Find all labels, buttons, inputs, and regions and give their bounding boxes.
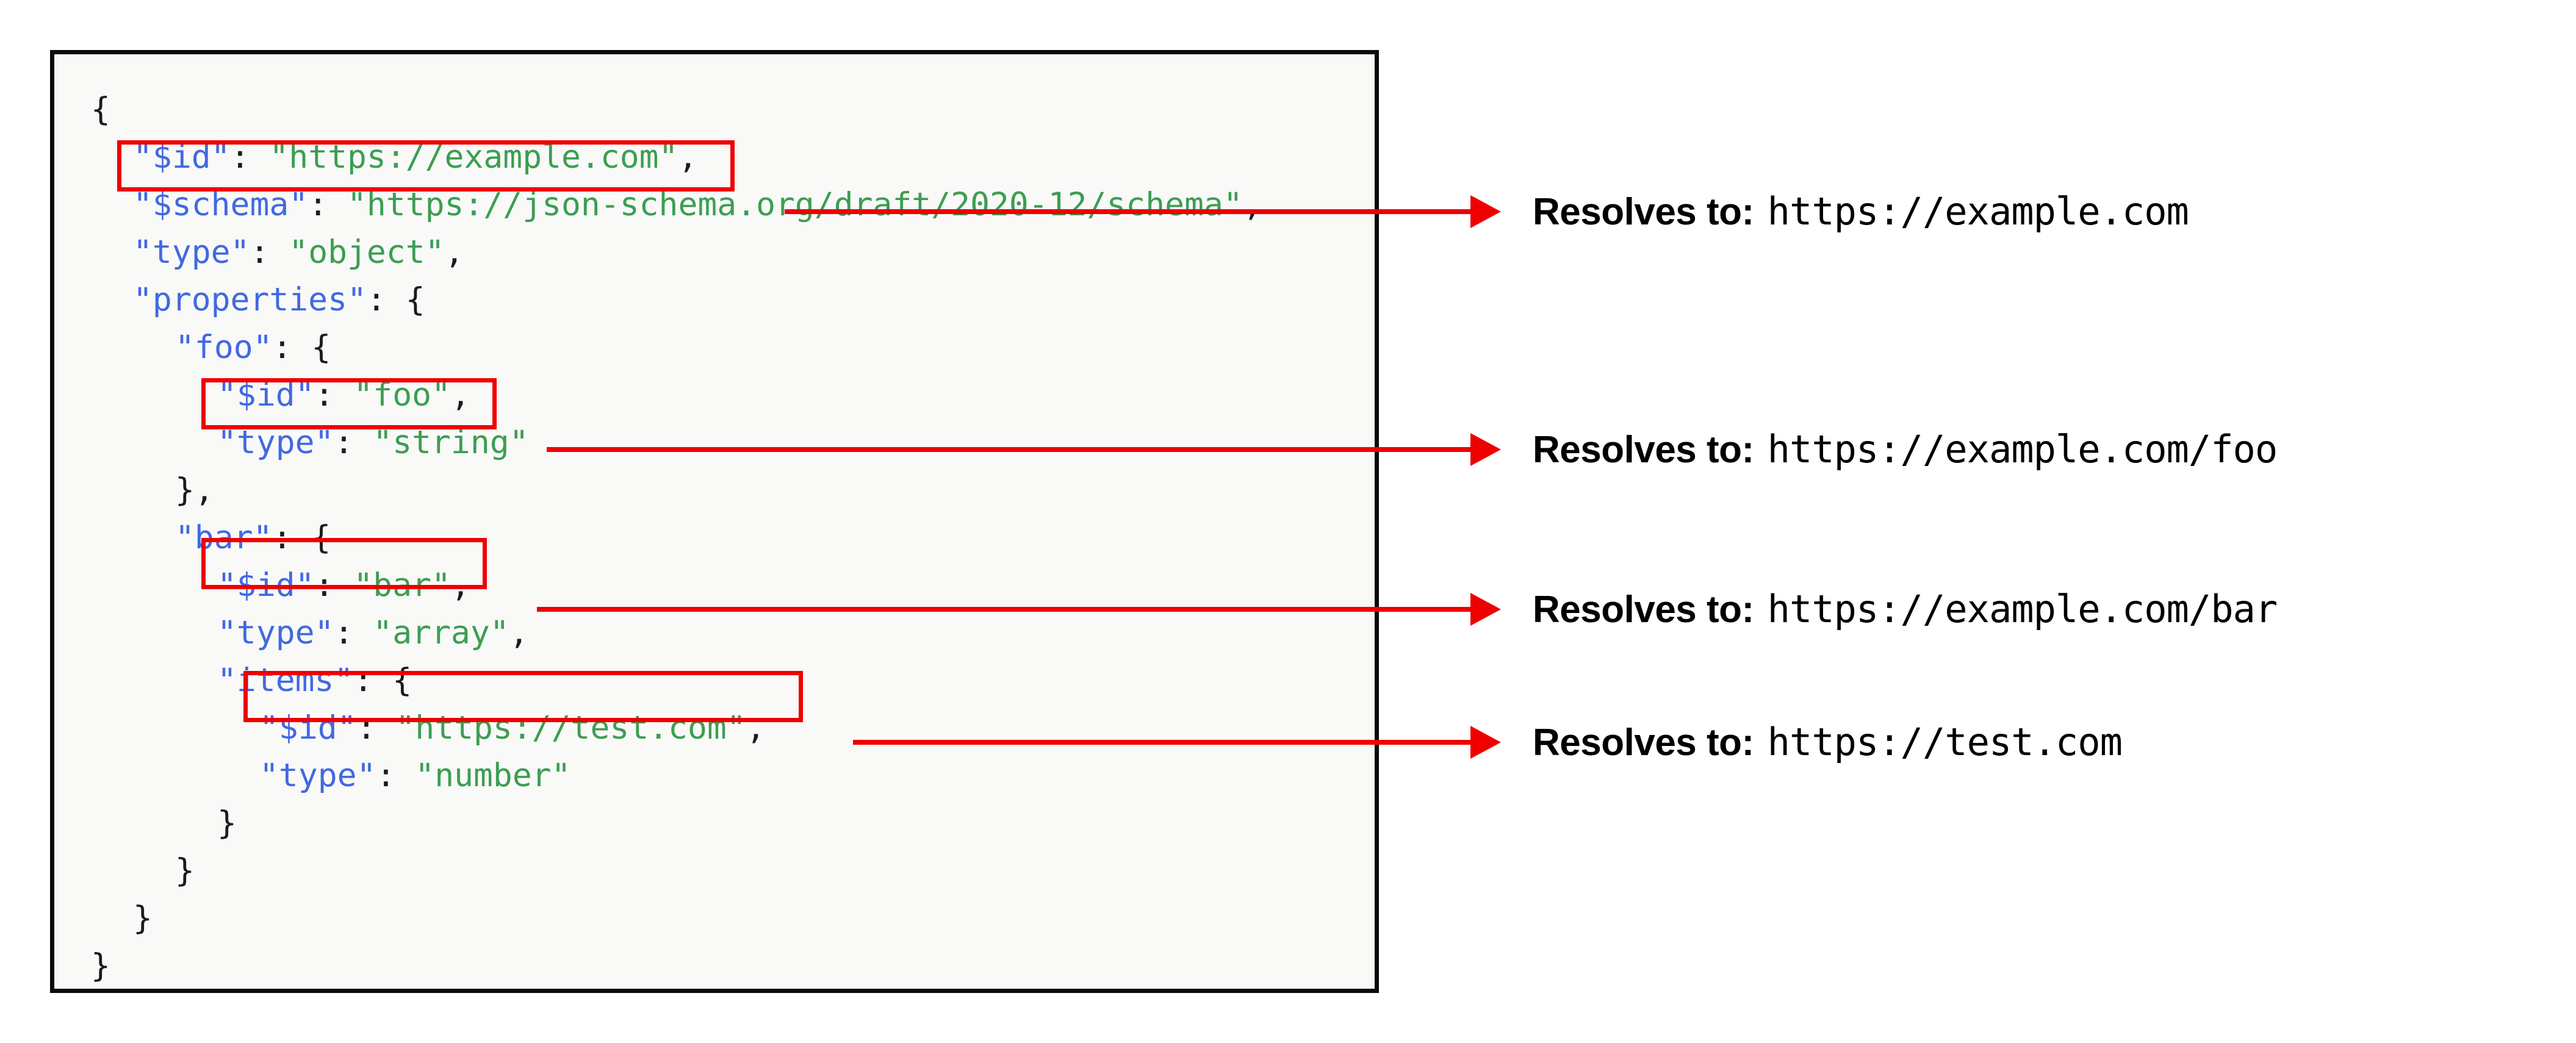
arrow-foo-line <box>547 447 1470 452</box>
code-token-str: "string" <box>373 424 529 461</box>
resolution-root: Resolves to: https://example.com <box>1533 189 2189 234</box>
code-token-punct: } <box>91 947 110 984</box>
resolved-uri: https://example.com/foo <box>1767 427 2278 471</box>
resolves-to-label: Resolves to: <box>1533 589 1754 631</box>
code-token-punct: } <box>133 900 153 937</box>
resolves-to-label: Resolves to: <box>1533 722 1754 764</box>
code-line: "$id": "https://test.com", <box>259 704 766 752</box>
code-token-str: "array" <box>373 614 509 651</box>
code-token-str: "https://example.com" <box>269 138 678 176</box>
code-token-key: "type" <box>217 424 334 461</box>
code-token-key: "$id" <box>133 138 231 176</box>
code-token-punct: , <box>746 709 766 747</box>
code-line: "type": "array", <box>217 609 529 657</box>
code-line: "type": "number" <box>259 752 571 800</box>
resolved-uri: https://example.com <box>1767 189 2189 234</box>
code-line: "foo": { <box>175 324 331 371</box>
code-line: "items": { <box>217 657 412 704</box>
code-token-punct: } <box>217 805 237 842</box>
code-token-punct: , <box>1242 186 1262 223</box>
code-token-punct: , <box>444 234 464 271</box>
code-line: "type": "string" <box>217 419 529 467</box>
code-token-punct: : <box>356 709 396 747</box>
code-line: { <box>91 86 110 134</box>
code-token-punct: { <box>91 91 110 128</box>
code-line: "properties": { <box>133 276 425 324</box>
code-token-punct: : <box>334 424 373 461</box>
code-token-punct: : { <box>272 329 331 366</box>
code-token-str: "object" <box>289 234 445 271</box>
code-line: } <box>217 800 237 847</box>
code-token-punct: : <box>308 186 348 223</box>
code-token-punct: : { <box>353 662 412 699</box>
code-token-punct: : <box>230 138 270 176</box>
arrow-items-line <box>853 740 1470 745</box>
code-token-punct: }, <box>175 471 214 509</box>
code-token-key: "type" <box>217 614 334 651</box>
code-token-str: "https://test.com" <box>395 709 746 747</box>
code-token-punct: , <box>678 138 698 176</box>
resolution-bar: Resolves to: https://example.com/bar <box>1533 587 2278 631</box>
code-lines-container: {"$id": "https://example.com","$schema":… <box>54 54 1375 989</box>
code-line: } <box>91 942 110 990</box>
code-token-key: "items" <box>217 662 354 699</box>
code-token-punct: : <box>334 614 373 651</box>
code-line: "$schema": "https://json-schema.org/draf… <box>133 181 1262 229</box>
code-token-punct: , <box>509 614 529 651</box>
arrow-foo-head <box>1470 433 1501 466</box>
code-token-key: "foo" <box>175 329 273 366</box>
resolved-uri: https://example.com/bar <box>1767 587 2278 631</box>
resolves-to-label: Resolves to: <box>1533 429 1754 471</box>
code-token-punct: : <box>376 757 416 794</box>
code-line: "type": "object", <box>133 229 464 276</box>
arrow-root-head <box>1470 195 1501 228</box>
arrow-bar-line <box>537 607 1470 612</box>
code-token-key: "type" <box>133 234 250 271</box>
code-token-punct: , <box>450 376 470 414</box>
code-token-str: "foo" <box>353 376 451 414</box>
code-token-key: "$id" <box>217 376 315 414</box>
code-line: }, <box>175 467 214 514</box>
code-token-punct: : { <box>366 281 425 318</box>
code-line: "$id": "https://example.com", <box>133 134 697 181</box>
code-token-key: "type" <box>259 757 376 794</box>
code-token-key: "$schema" <box>133 186 309 223</box>
resolution-foo: Resolves to: https://example.com/foo <box>1533 427 2278 471</box>
resolves-to-label: Resolves to: <box>1533 191 1754 233</box>
resolved-uri: https://test.com <box>1767 720 2123 764</box>
code-line: "$id": "bar", <box>217 562 470 609</box>
resolution-items: Resolves to: https://test.com <box>1533 720 2123 764</box>
arrow-items-head <box>1470 726 1501 759</box>
json-code-block: {"$id": "https://example.com","$schema":… <box>50 50 1379 993</box>
code-token-str: "number" <box>415 757 571 794</box>
code-token-punct: } <box>175 852 195 889</box>
code-token-punct: : { <box>272 519 331 556</box>
code-line: "$id": "foo", <box>217 371 470 419</box>
code-token-key: "$id" <box>259 709 357 747</box>
code-token-punct: : <box>314 567 354 604</box>
code-token-punct: : <box>250 234 289 271</box>
code-token-str: "bar" <box>353 567 451 604</box>
arrow-bar-head <box>1470 593 1501 626</box>
code-token-str: "https://json-schema.org/draft/2020-12/s… <box>347 186 1243 223</box>
code-token-punct: : <box>314 376 354 414</box>
code-line: } <box>133 895 153 942</box>
code-line: "bar": { <box>175 514 331 562</box>
code-token-key: "properties" <box>133 281 367 318</box>
code-token-key: "bar" <box>175 519 273 556</box>
code-token-punct: , <box>450 567 470 604</box>
arrow-root-line <box>785 209 1470 214</box>
code-line: } <box>175 847 195 895</box>
code-token-key: "$id" <box>217 567 315 604</box>
